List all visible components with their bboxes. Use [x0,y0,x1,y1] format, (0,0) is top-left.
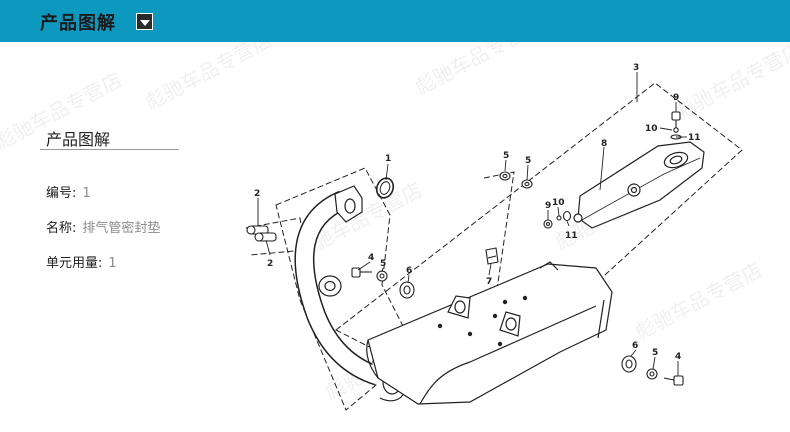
callout-label: 7 [486,277,492,287]
callout-label: 10 [552,198,565,208]
callout-label: 4 [368,253,374,263]
exhaust-gasket [375,177,395,199]
callout-label: 5 [525,156,531,166]
callout-label: 10 [645,124,658,134]
wire-clip [485,247,499,265]
callout-label: 11 [688,133,701,143]
header-title: 产品图解 [40,13,116,34]
callout-label: 9 [545,201,551,211]
bracket-outline [483,171,515,311]
callout-label: 6 [632,341,638,351]
callout-label: 11 [565,231,578,241]
info-title: 产品图解 [46,130,111,149]
callout-label: 3 [633,63,639,73]
muffler-body [366,261,613,405]
watermark-text: 彪驰车品专营店 [631,257,766,344]
callout-label: 8 [601,139,607,149]
part-number-row: 编号: 1 [46,182,91,201]
callout-label: 6 [406,266,412,276]
triangle-down-icon [139,19,150,26]
unit-quantity-label: 单元用量: [46,256,103,271]
muffler-brackets [447,295,521,337]
bolt-group-outline [245,217,306,256]
watermark-text: 彪驰车品专营店 [0,67,126,154]
header-bar: 产品图解 [0,0,790,42]
part-name-row: 名称: 排气管密封垫 [46,217,160,236]
heat-shield [573,141,705,229]
unit-quantity-value: 1 [108,256,117,271]
callout-label: 1 [385,154,391,164]
callout-label: 5 [380,259,386,269]
watermark-text: 彪驰车品专营店 [411,42,546,99]
collapse-toggle-button[interactable] [136,13,153,30]
unit-quantity-row: 单元用量: 1 [46,252,117,271]
callout-label: 4 [675,352,681,362]
watermark-text: 彪驰车品专营店 [141,42,276,114]
info-divider [40,149,179,150]
callout-leaders [257,72,687,376]
callout-label: 2 [254,189,260,199]
part-name-label: 名称: [46,221,77,236]
callout-label: 2 [267,259,273,269]
flange-studs [246,225,277,242]
part-number-value: 1 [82,186,91,201]
front-mount-hardware [351,267,415,299]
callout-label: 5 [652,348,658,358]
part-number-label: 编号: [46,186,77,201]
callout-label: 5 [503,151,509,161]
part-name-value: 排气管密封垫 [82,221,161,236]
callout-label: 9 [673,93,679,103]
top-dampers [499,171,533,189]
watermark-text: 彪驰车品专营店 [671,42,790,124]
rear-mount-hardware [621,355,684,386]
pipe-mount-tab [318,275,342,297]
callout-labels: 1 2 2 3 4 5 6 7 5 5 8 9 10 11 9 10 11 6 … [254,63,701,362]
exhaust-exploded-diagram: 彪驰车品专营店 彪驰车品专营店 彪驰车品专营店 彪驰车品专营店 彪驰车品专营店 … [0,42,790,411]
pipe-flange [334,185,363,223]
